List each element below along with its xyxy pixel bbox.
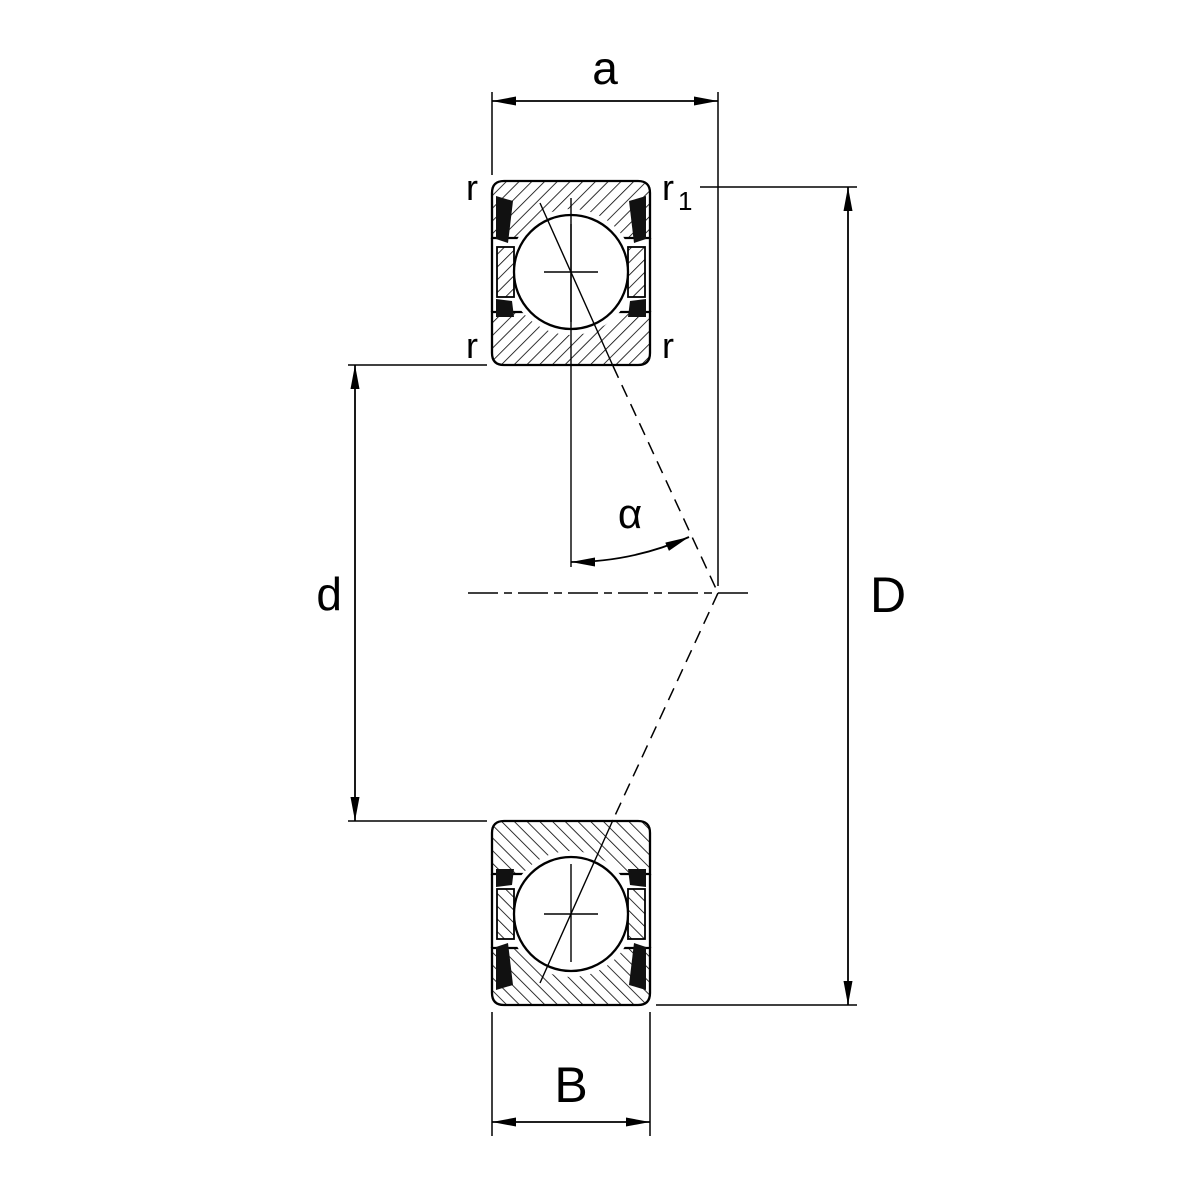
- cage-left: [496, 246, 515, 298]
- dimension-B: B: [491, 1012, 651, 1136]
- contact-line-dashed-top: [612, 365, 719, 594]
- contact-line-dashed-bottom: [611, 592, 719, 823]
- r-label-mid-right: r: [662, 325, 674, 366]
- r-label-top-left: r: [466, 167, 478, 208]
- r-label-mid-left: r: [466, 325, 478, 366]
- r1-label-subscript: 1: [678, 186, 692, 216]
- dimension-a: a: [491, 42, 719, 586]
- B-label: B: [554, 1057, 587, 1113]
- dimension-D: D: [656, 186, 906, 1006]
- a-label: a: [592, 42, 618, 94]
- seal-right-outer: [629, 196, 646, 243]
- alpha-label: α: [618, 490, 642, 537]
- cage-right: [627, 246, 646, 298]
- seal-left-inner: [496, 299, 514, 317]
- bearing-section-bottom: [490, 818, 652, 1007]
- D-label: D: [870, 567, 906, 623]
- seal-left-outer: [496, 196, 513, 243]
- r1-label-base: r: [662, 167, 674, 208]
- seal-right-inner: [628, 299, 646, 317]
- r1-label-top-right: r 1: [662, 167, 692, 216]
- alpha-angle-arc: [570, 536, 690, 567]
- dimension-d: d: [316, 364, 487, 822]
- d-label: d: [316, 568, 342, 620]
- contact-line-solid: [539, 202, 614, 367]
